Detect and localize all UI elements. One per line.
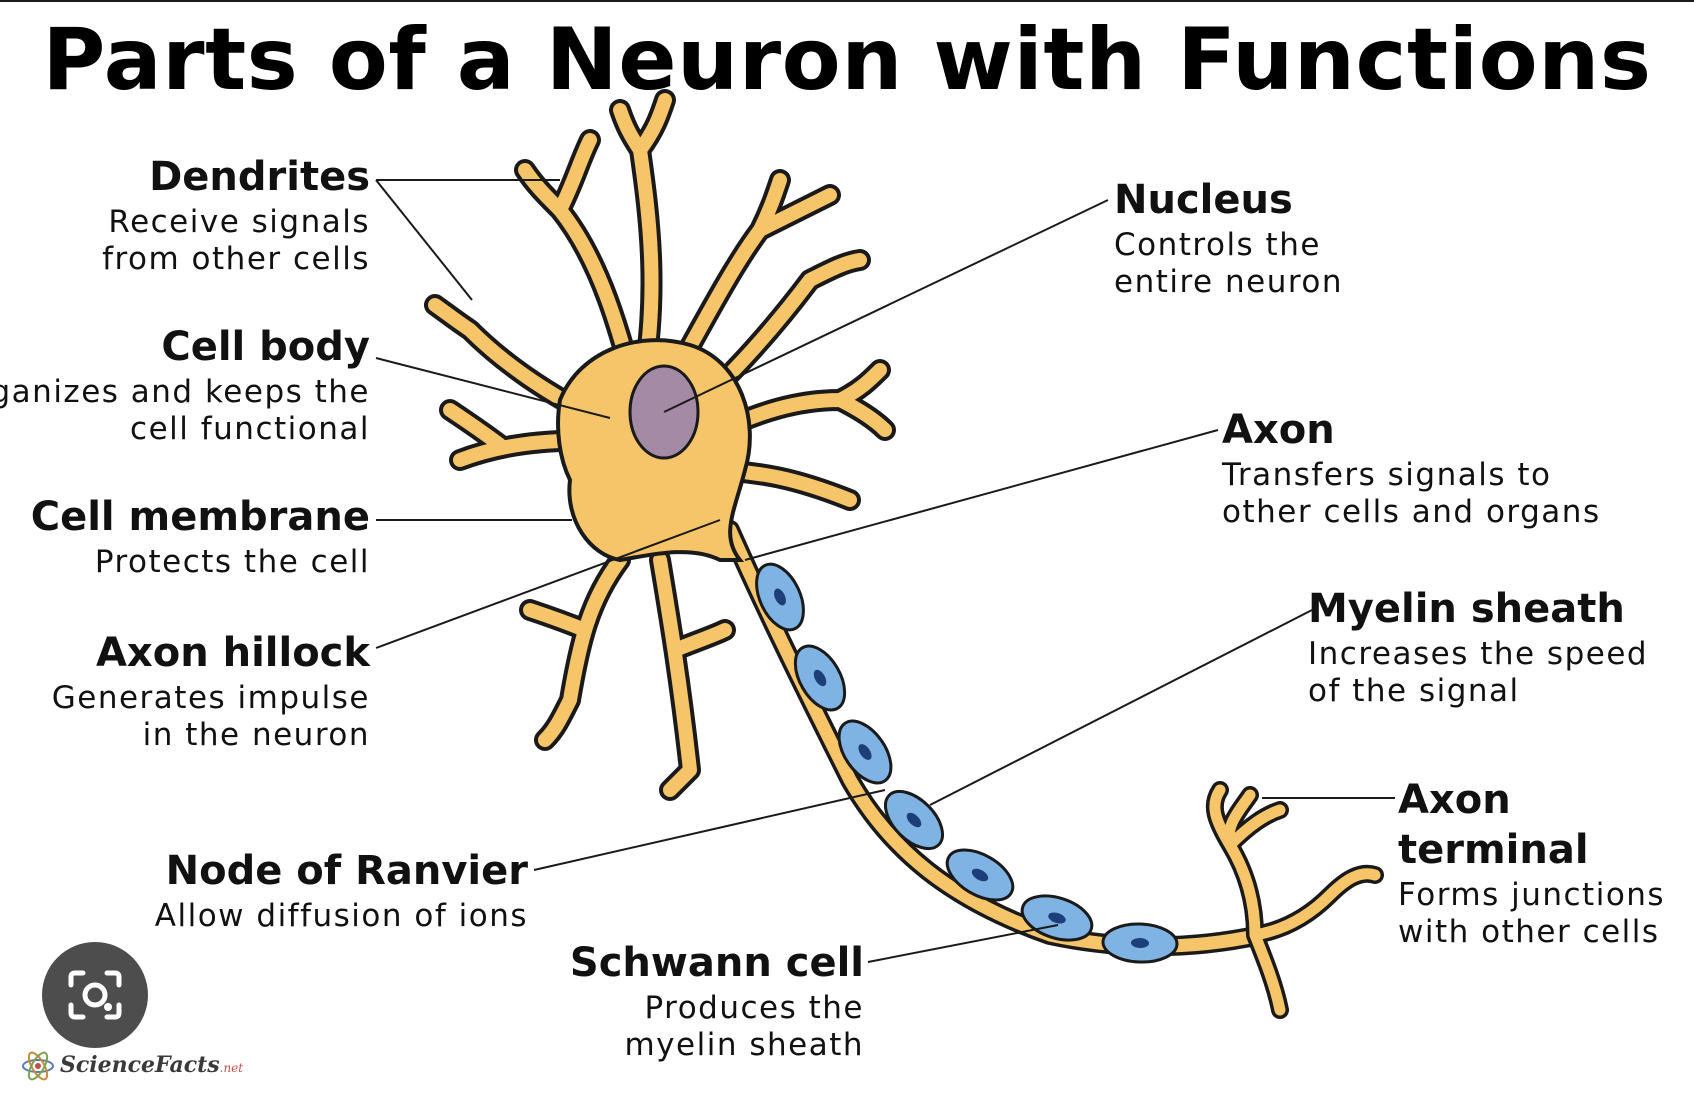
label-nucleus-desc: Controls the entire neuron: [1114, 227, 1344, 300]
label-axon-terminal-name: Axon terminal: [1398, 777, 1589, 873]
schwann-cell-5: [945, 848, 1015, 902]
brand-tld: .net: [219, 1061, 244, 1075]
label-node-of-ranvier-desc: Allow diffusion of ions: [154, 898, 528, 934]
label-nucleus: Nucleus Controls the entire neuron: [1114, 175, 1414, 301]
leader-node-of-ranvier: [533, 789, 886, 871]
leader-nucleus: [663, 199, 1109, 413]
label-axon: Axon Transfers signals to other cells an…: [1222, 405, 1652, 531]
leader-axon-hillock: [375, 519, 721, 649]
label-node-of-ranvier-name: Node of Ranvier: [165, 848, 528, 894]
label-axon-name: Axon: [1222, 407, 1335, 453]
dendrite-branches-fill: [428, 93, 892, 797]
label-cell-membrane-name: Cell membrane: [30, 494, 370, 540]
label-schwann-cell: Schwann cell Produces the myelin sheath: [444, 938, 864, 1064]
top-border: [0, 0, 1694, 2]
label-dendrites: Dendrites Receive signals from other cel…: [0, 152, 370, 278]
schwann-cell-1: [755, 562, 805, 632]
leader-dendrites-2: [375, 179, 473, 301]
page-title: Parts of a Neuron with Functions: [42, 10, 1652, 110]
label-nucleus-name: Nucleus: [1114, 177, 1293, 223]
label-dendrites-name: Dendrites: [149, 154, 370, 200]
leader-myelin-sheath: [929, 609, 1313, 806]
schwann-cell-4: [883, 789, 945, 851]
label-axon-hillock: Axon hillock Generates impulse in the ne…: [0, 628, 370, 754]
leader-schwann-cell: [867, 924, 1059, 963]
label-cell-body: Cell body Organizes and keeps the cell f…: [0, 322, 370, 448]
axon-terminal: [1205, 781, 1384, 1019]
leader-axon: [744, 429, 1219, 561]
schwann-cell-2: [793, 644, 847, 712]
camera-lens-icon[interactable]: [42, 942, 148, 1048]
label-axon-terminal: Axon terminal Forms junctions with other…: [1398, 775, 1688, 951]
label-myelin-sheath-desc: Increases the speed of the signal: [1308, 636, 1649, 709]
schwann-cell-7: [1101, 922, 1179, 964]
camera-lens-glyph: [68, 970, 122, 1020]
label-axon-hillock-desc: Generates impulse in the neuron: [51, 680, 370, 753]
label-dendrites-desc: Receive signals from other cells: [102, 204, 370, 277]
leader-lines: [375, 179, 1395, 963]
label-axon-desc: Transfers signals to other cells and org…: [1222, 457, 1601, 530]
brand-logo: ScienceFacts.net: [20, 1048, 243, 1088]
label-myelin-sheath-name: Myelin sheath: [1308, 586, 1625, 632]
label-axon-hillock-name: Axon hillock: [95, 630, 370, 676]
label-cell-membrane-desc: Protects the cell: [94, 544, 370, 580]
label-axon-terminal-desc: Forms junctions with other cells: [1398, 877, 1666, 950]
label-myelin-sheath: Myelin sheath Increases the speed of the…: [1308, 584, 1678, 710]
leader-cell-body: [375, 357, 611, 419]
schwann-cell-3: [837, 719, 893, 785]
brand-name: ScienceFacts.net: [60, 1052, 244, 1078]
label-cell-membrane: Cell membrane Protects the cell: [0, 492, 370, 581]
myelin-sheath: [755, 562, 1179, 964]
label-node-of-ranvier: Node of Ranvier Allow diffusion of ions: [108, 846, 528, 935]
label-cell-body-desc: Organizes and keeps the cell functional: [0, 374, 370, 447]
label-schwann-cell-desc: Produces the myelin sheath: [624, 990, 864, 1063]
label-cell-body-name: Cell body: [161, 324, 370, 370]
label-schwann-cell-name: Schwann cell: [569, 940, 864, 986]
atom-icon: [22, 1051, 54, 1081]
